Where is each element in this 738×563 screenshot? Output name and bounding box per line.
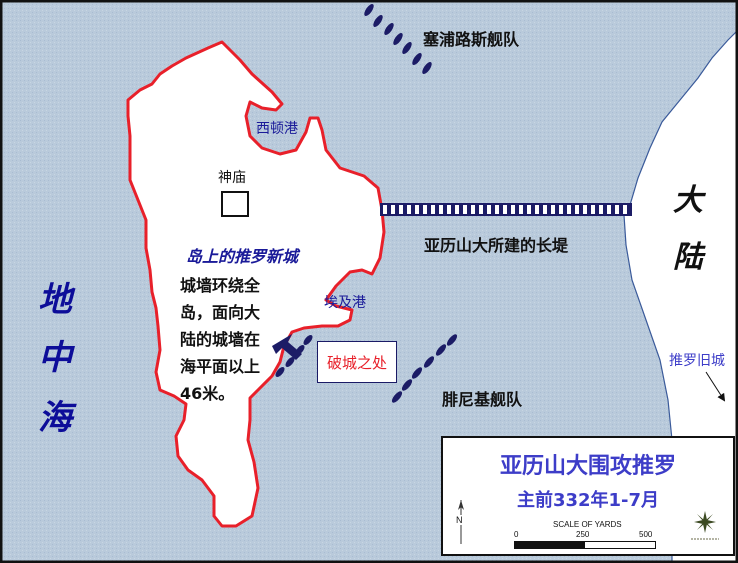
island-shape xyxy=(126,40,386,528)
wall-description-line: 海平面以上 xyxy=(180,357,261,376)
map-legend: 亚历山大围攻推罗 主前332年1-7月 N SCALE OF YARDS 0 2… xyxy=(441,436,735,556)
new-tyre-label: 岛上的推罗新城 xyxy=(186,247,299,266)
sidon-harbor-label: 西顿港 xyxy=(256,121,298,137)
scale-tick-250: 250 xyxy=(576,530,590,539)
north-label: N xyxy=(456,515,463,525)
legend-title: 亚历山大围攻推罗 xyxy=(499,454,676,479)
temple-icon xyxy=(221,191,249,217)
wall-description-line: 46米。 xyxy=(180,384,235,403)
sea-label-1: 地 xyxy=(38,280,72,320)
scale-bar xyxy=(514,541,656,549)
wall-description-line: 城墙环绕全 xyxy=(180,276,261,295)
mole-causeway xyxy=(380,203,632,216)
mole-label: 亚历山大所建的长堤 xyxy=(424,236,569,255)
breach-label: 破城之处 xyxy=(326,353,387,372)
compass-rose-icon xyxy=(691,511,719,540)
cypriot-fleet-label: 塞浦路斯舰队 xyxy=(423,30,520,49)
scale-tick-500: 500 xyxy=(639,530,653,539)
wall-description-line: 陆的城墙在 xyxy=(180,330,261,349)
phoenician-fleet-label: 腓尼基舰队 xyxy=(442,390,523,409)
wall-description: 城墙环绕全 岛，面向大 陆的城墙在 海平面以上 46米。 xyxy=(180,272,260,407)
sea-label-3: 海 xyxy=(38,398,72,438)
mainland-label-1: 大 xyxy=(673,183,703,218)
breach-callout: 破城之处 xyxy=(317,341,397,383)
cypriot-fleet-icon xyxy=(364,4,432,74)
sea-label-2: 中 xyxy=(38,338,72,378)
wall-description-line: 岛，面向大 xyxy=(180,303,261,322)
mainland-label-2: 陆 xyxy=(673,240,703,275)
old-tyre-label: 推罗旧城 xyxy=(669,353,725,369)
temple-label: 神庙 xyxy=(218,170,246,186)
breach-arrow-icon xyxy=(272,334,302,360)
egypt-harbor-label: 埃及港 xyxy=(324,295,366,311)
scale-caption: SCALE OF YARDS xyxy=(553,520,622,529)
legend-subtitle: 主前332年1-7月 xyxy=(516,490,660,511)
old-tyre-pointer-icon xyxy=(705,371,726,402)
scale-tick-0: 0 xyxy=(514,530,519,539)
